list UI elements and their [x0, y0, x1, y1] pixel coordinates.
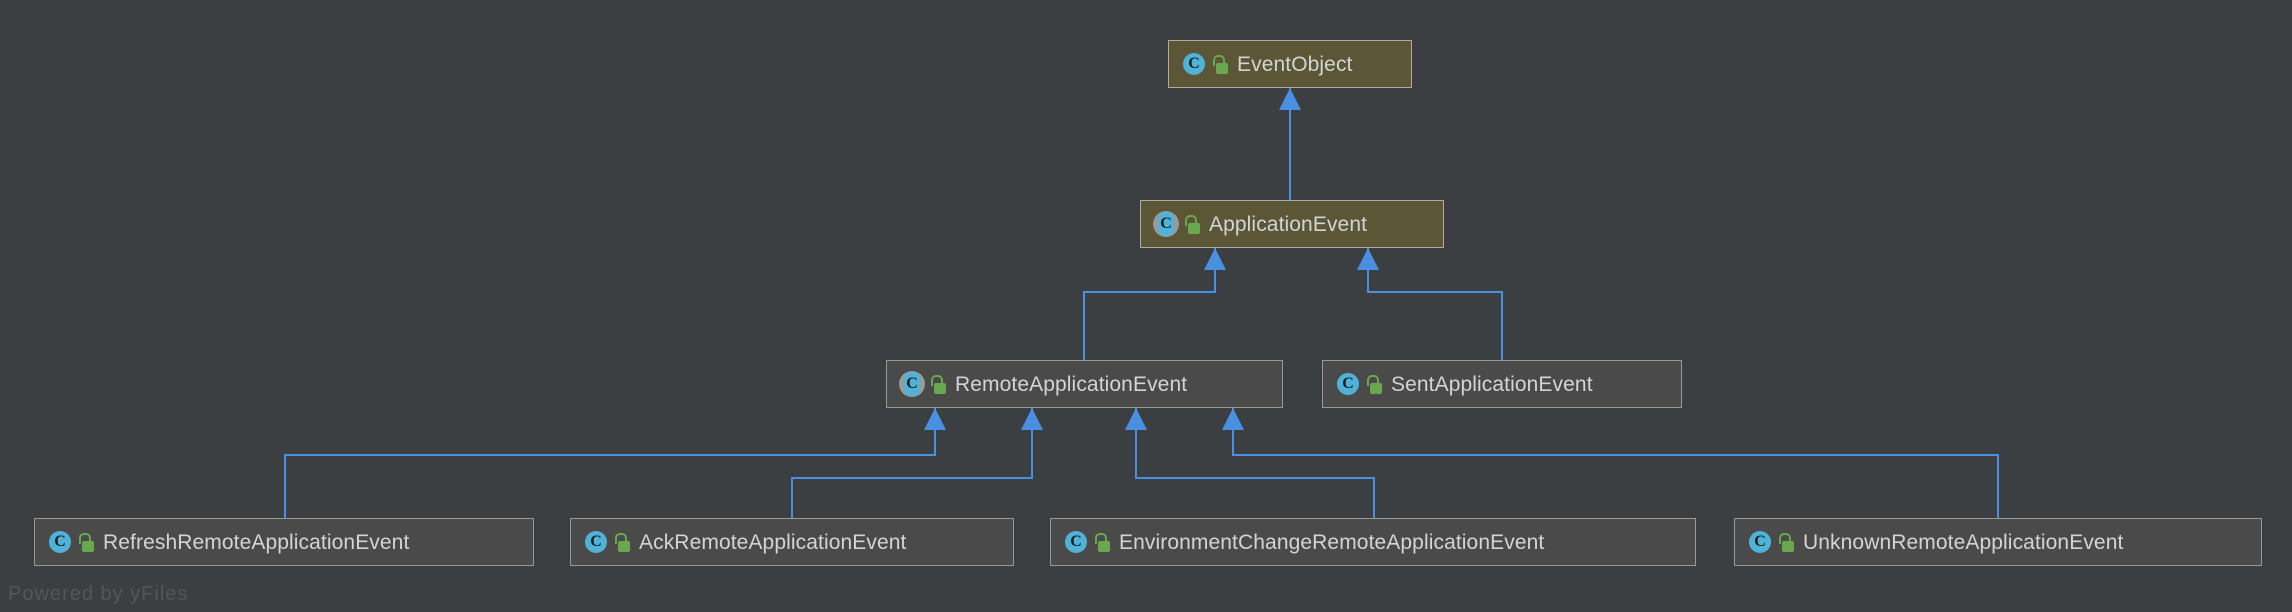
unlock-icon — [1365, 374, 1382, 394]
edge-RemoteApplicationEvent-ApplicationEvent — [1083, 248, 1216, 360]
class-icon: C — [47, 529, 73, 555]
class-node-ApplicationEvent[interactable]: C ApplicationEvent — [1140, 200, 1444, 248]
edge-EnvironmentChangeRemoteApplicationEvent-RemoteApplicationEvent — [1135, 408, 1375, 518]
unlock-icon — [613, 532, 630, 552]
class-node-label: RemoteApplicationEvent — [955, 372, 1188, 396]
unlock-icon — [1093, 532, 1110, 552]
arrow-RemoteApplicationEvent-1 — [924, 408, 946, 430]
class-node-UnknownRemoteApplicationEvent[interactable]: C UnknownRemoteApplicationEvent — [1734, 518, 2262, 566]
edge-SentApplicationEvent-ApplicationEvent — [1367, 248, 1503, 360]
class-icon: C — [583, 529, 609, 555]
node-icon-group: C — [1153, 211, 1200, 237]
node-icon-group: C — [583, 529, 630, 555]
arrow-ApplicationEvent-left — [1204, 248, 1226, 270]
edge-UnknownRemoteApplicationEvent-RemoteApplicationEvent — [1232, 408, 1999, 518]
class-node-label: SentApplicationEvent — [1391, 372, 1593, 396]
class-node-label: EnvironmentChangeRemoteApplicationEvent — [1119, 530, 1545, 554]
node-icon-group: C — [47, 529, 94, 555]
class-node-RefreshRemoteApplicationEvent[interactable]: C RefreshRemoteApplicationEvent — [34, 518, 534, 566]
unlock-icon — [929, 374, 946, 394]
arrow-EventObject — [1279, 88, 1301, 110]
class-icon: C — [1153, 211, 1179, 237]
class-icon: C — [1747, 529, 1773, 555]
class-node-RemoteApplicationEvent[interactable]: C RemoteApplicationEvent — [886, 360, 1283, 408]
class-icon: C — [899, 371, 925, 397]
node-icon-group: C — [1747, 529, 1794, 555]
node-icon-group: C — [1335, 371, 1382, 397]
class-icon: C — [1335, 371, 1361, 397]
node-icon-group: C — [1181, 51, 1228, 77]
edge-RefreshRemoteApplicationEvent-RemoteApplicationEvent — [284, 408, 936, 518]
arrow-RemoteApplicationEvent-2 — [1021, 408, 1043, 430]
unlock-icon — [1211, 54, 1228, 74]
class-node-label: EventObject — [1237, 52, 1353, 76]
class-node-EventObject[interactable]: C EventObject — [1168, 40, 1412, 88]
yfiles-watermark: Powered by yFiles — [8, 583, 189, 605]
class-node-label: RefreshRemoteApplicationEvent — [103, 530, 410, 554]
unlock-icon — [77, 532, 94, 552]
arrow-RemoteApplicationEvent-3 — [1125, 408, 1147, 430]
node-icon-group: C — [899, 371, 946, 397]
node-icon-group: C — [1063, 529, 1110, 555]
arrow-ApplicationEvent-right — [1357, 248, 1379, 270]
unlock-icon — [1777, 532, 1794, 552]
class-node-label: AckRemoteApplicationEvent — [639, 530, 907, 554]
class-node-SentApplicationEvent[interactable]: C SentApplicationEvent — [1322, 360, 1682, 408]
unlock-icon — [1183, 214, 1200, 234]
class-node-label: UnknownRemoteApplicationEvent — [1803, 530, 2124, 554]
class-node-EnvironmentChangeRemoteApplicationEvent[interactable]: C EnvironmentChangeRemoteApplicationEvent — [1050, 518, 1696, 566]
class-icon: C — [1181, 51, 1207, 77]
class-icon: C — [1063, 529, 1089, 555]
class-node-label: ApplicationEvent — [1209, 212, 1368, 236]
edge-AckRemoteApplicationEvent-RemoteApplicationEvent — [791, 408, 1033, 518]
class-node-AckRemoteApplicationEvent[interactable]: C AckRemoteApplicationEvent — [570, 518, 1014, 566]
arrow-RemoteApplicationEvent-4 — [1222, 408, 1244, 430]
